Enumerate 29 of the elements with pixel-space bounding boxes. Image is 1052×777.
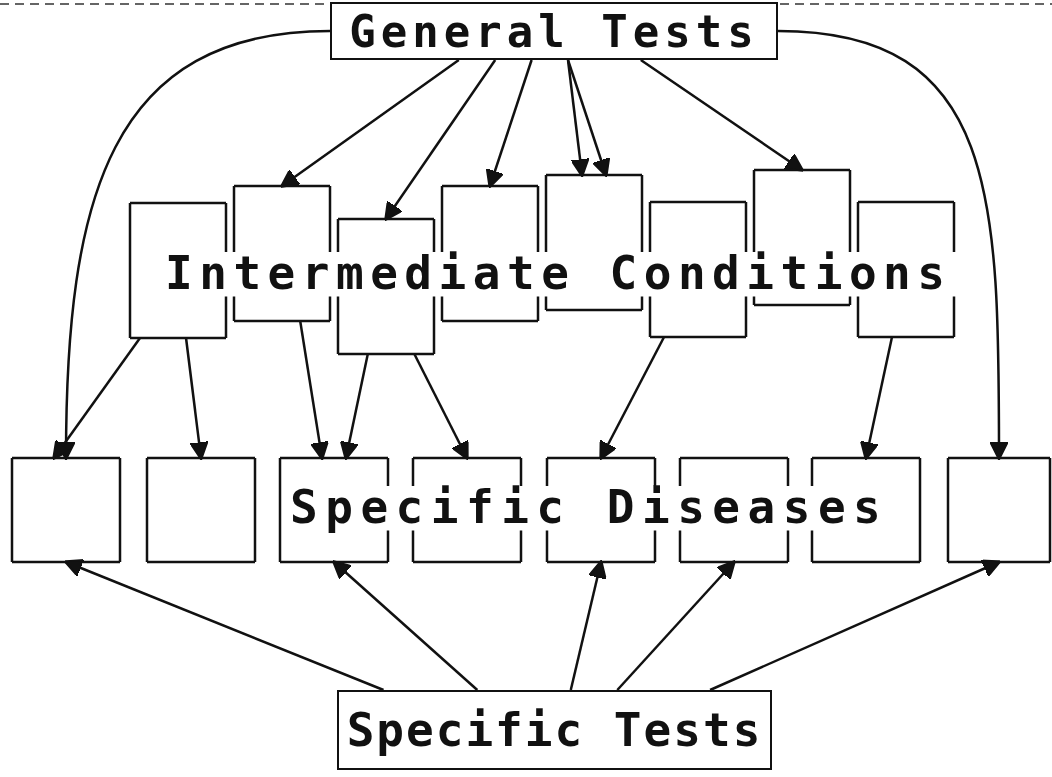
arrow bbox=[52, 337, 141, 461]
empty-box bbox=[946, 456, 1052, 564]
node-title: General Tests bbox=[349, 5, 759, 57]
arrow bbox=[331, 559, 479, 691]
arrow bbox=[413, 353, 469, 461]
arrow bbox=[566, 59, 590, 178]
arrow bbox=[184, 337, 209, 461]
empty-box bbox=[10, 456, 122, 564]
arrow bbox=[339, 353, 370, 461]
arrow bbox=[569, 559, 607, 691]
arrow bbox=[566, 59, 611, 178]
node-title: Specific Tests bbox=[346, 703, 763, 757]
arrow bbox=[384, 59, 497, 222]
arrow bbox=[298, 320, 330, 461]
arrow bbox=[56, 29, 331, 461]
empty-box bbox=[145, 456, 257, 564]
arrow bbox=[485, 59, 533, 189]
arrow bbox=[640, 58, 805, 172]
arrow bbox=[63, 558, 384, 692]
group-label: Intermediate Conditions bbox=[165, 248, 952, 299]
arrow bbox=[599, 336, 666, 461]
arrow bbox=[859, 336, 894, 461]
arrow bbox=[777, 29, 1009, 461]
arrow bbox=[616, 559, 737, 691]
group-label: Specific Diseases bbox=[290, 482, 889, 533]
node-box bbox=[337, 690, 772, 770]
arrow bbox=[709, 559, 1002, 692]
node-box bbox=[330, 2, 778, 60]
arrow bbox=[279, 59, 460, 188]
